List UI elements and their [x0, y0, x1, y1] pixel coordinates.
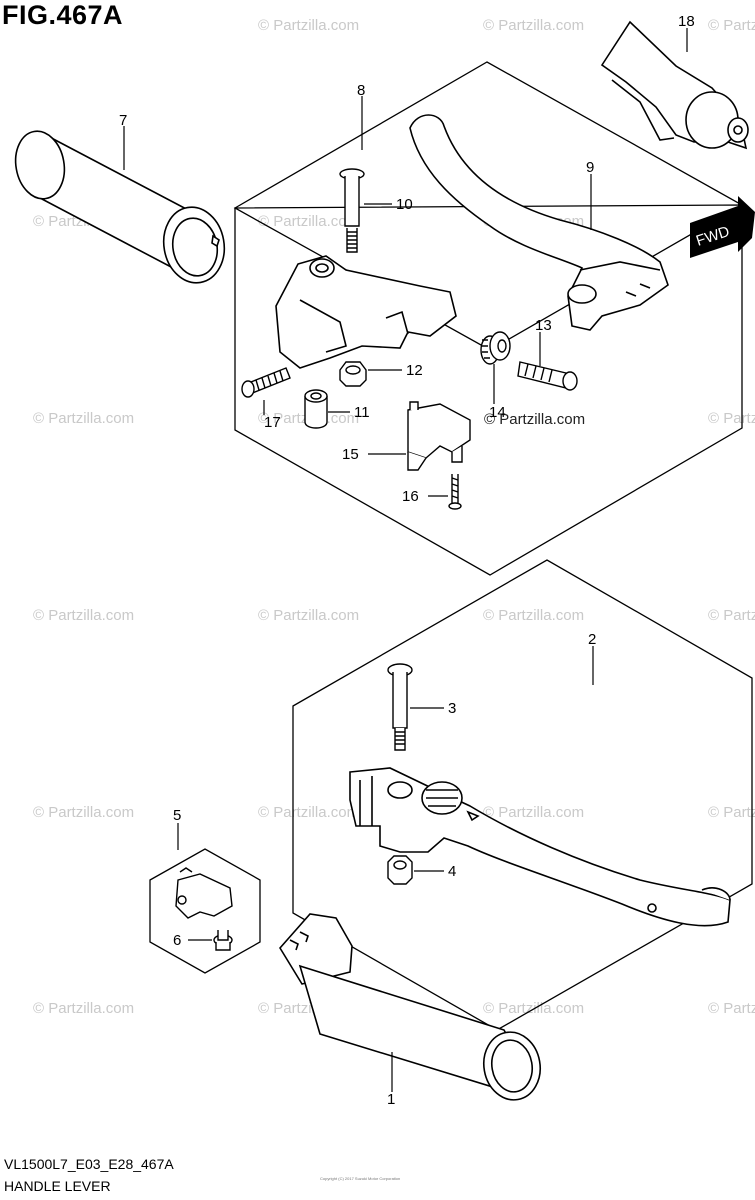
switch-part-15	[407, 401, 471, 471]
group-outline-8-body	[234, 204, 743, 576]
callouts: 7 8 18 9 10 12 11 17 13 14 15 16 2 3 4 5…	[119, 13, 695, 1108]
watermark: © Partzilla.com	[708, 1000, 755, 1017]
callout-15: 15	[342, 446, 359, 463]
group-outline-5	[149, 848, 261, 974]
screw-part-6	[213, 930, 233, 951]
callout-16: 16	[402, 488, 419, 505]
callout-7: 7	[119, 112, 127, 129]
callout-1: 1	[387, 1091, 395, 1108]
callout-12: 12	[406, 362, 423, 379]
watermark: © Partzilla.com	[258, 804, 359, 821]
watermark: © Partzilla.com	[708, 804, 755, 821]
callout-14: 14	[489, 404, 506, 421]
tiny-copyright: Copyright (C) 2017 Suzuki Motor Corporat…	[320, 1176, 401, 1181]
clutch-lever-part-9	[409, 114, 669, 331]
watermark: © Partzilla.com	[483, 17, 584, 34]
watermark: © Partzilla.com	[483, 804, 584, 821]
bracket-part-8	[275, 255, 457, 369]
watermark-overlay: © Partzilla.com	[484, 411, 585, 428]
leader-lines	[123, 28, 688, 1092]
callout-3: 3	[448, 700, 456, 717]
watermark: © Partzilla.com	[483, 607, 584, 624]
switch-part-5	[175, 867, 233, 919]
screw-part-13	[517, 361, 578, 391]
watermark: © Partzilla.com	[258, 213, 359, 230]
callout-2: 2	[588, 631, 596, 648]
callout-11: 11	[354, 404, 370, 421]
watermark: © Partzilla.com	[708, 17, 755, 34]
watermark: © Partzilla.com	[708, 410, 755, 427]
figure-code: VL1500L7_E03_E28_467A	[4, 1156, 174, 1172]
watermark: © Partzilla.com	[33, 804, 134, 821]
brake-lever-part-2	[349, 767, 731, 927]
callout-5: 5	[173, 807, 181, 824]
adjuster-part-14	[480, 331, 511, 365]
callout-4: 4	[448, 863, 456, 880]
callout-9: 9	[586, 159, 594, 176]
throttle-grip-part-1	[279, 913, 541, 1101]
bolt-part-10	[339, 168, 365, 253]
cover-part-18	[600, 20, 749, 150]
pivot-bolt-part-3	[387, 663, 413, 751]
watermark: © Partzilla.com	[708, 607, 755, 624]
watermark: © Partzilla.com	[258, 607, 359, 624]
callout-10: 10	[396, 196, 413, 213]
group-outline-2	[292, 559, 753, 1031]
watermark: © Partzilla.com	[33, 410, 134, 427]
watermark: © Partzilla.com	[258, 17, 359, 34]
grip-left-part-7	[14, 130, 226, 284]
callout-6: 6	[173, 932, 181, 949]
collar-part-11	[304, 389, 328, 429]
callout-13: 13	[535, 317, 552, 334]
nut-part-4	[387, 855, 413, 885]
callout-18: 18	[678, 13, 695, 30]
watermark: © Partzilla.com	[33, 607, 134, 624]
callout-17: 17	[264, 414, 281, 431]
screw-part-16	[448, 474, 462, 510]
screw-part-17	[241, 367, 291, 398]
callout-8: 8	[357, 82, 365, 99]
figure-name: HANDLE LEVER	[4, 1178, 111, 1194]
nut-part-12	[339, 361, 367, 387]
figure-title: FIG.467A	[2, 0, 124, 30]
fwd-direction-badge: FWD	[690, 196, 755, 258]
watermark: © Partzilla.com	[33, 1000, 134, 1017]
